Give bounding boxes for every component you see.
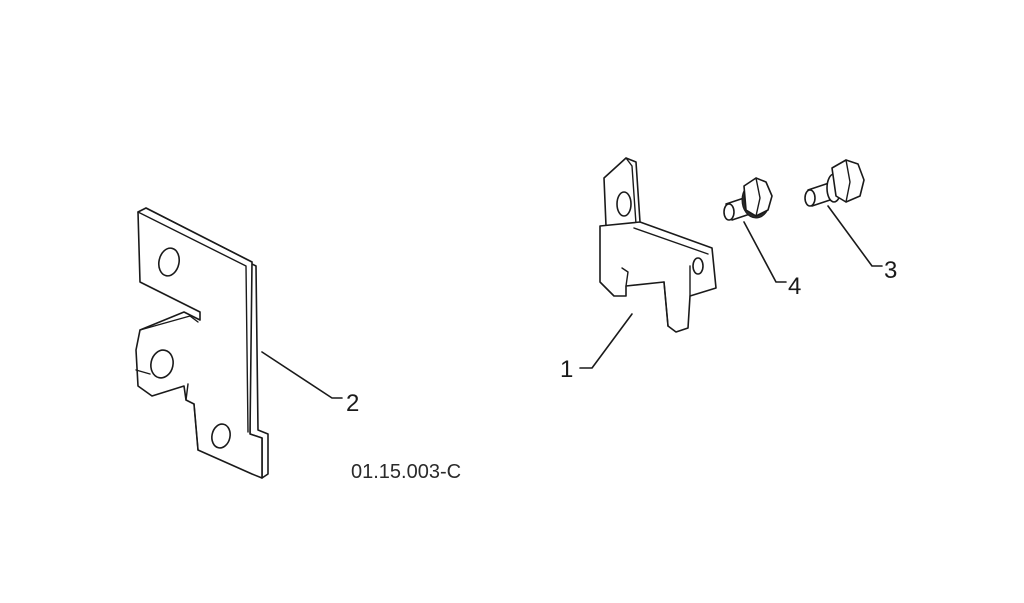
callout-part-1: 1	[560, 356, 573, 383]
callout-part-4: 4	[788, 273, 801, 300]
bracket-large-hole-bottom	[211, 423, 231, 449]
leader-part-2	[261, 351, 343, 399]
leader-part-1	[579, 313, 633, 369]
callout-part-2: 2	[346, 390, 359, 417]
bracket-large	[135, 207, 269, 479]
bolt	[804, 159, 865, 207]
figure-code: 01.15.003-C	[351, 461, 461, 483]
bracket-large-hole-top	[157, 247, 181, 277]
bracket-large-hole-mid	[150, 349, 174, 379]
leader-part-4	[743, 221, 787, 283]
bracket-small	[599, 157, 717, 333]
callout-part-3: 3	[884, 257, 897, 284]
bracket-small-hole-side	[692, 257, 704, 275]
bolt-with-washer	[723, 177, 773, 221]
leader-part-3	[827, 205, 883, 267]
bracket-small-hole-top	[616, 191, 632, 217]
